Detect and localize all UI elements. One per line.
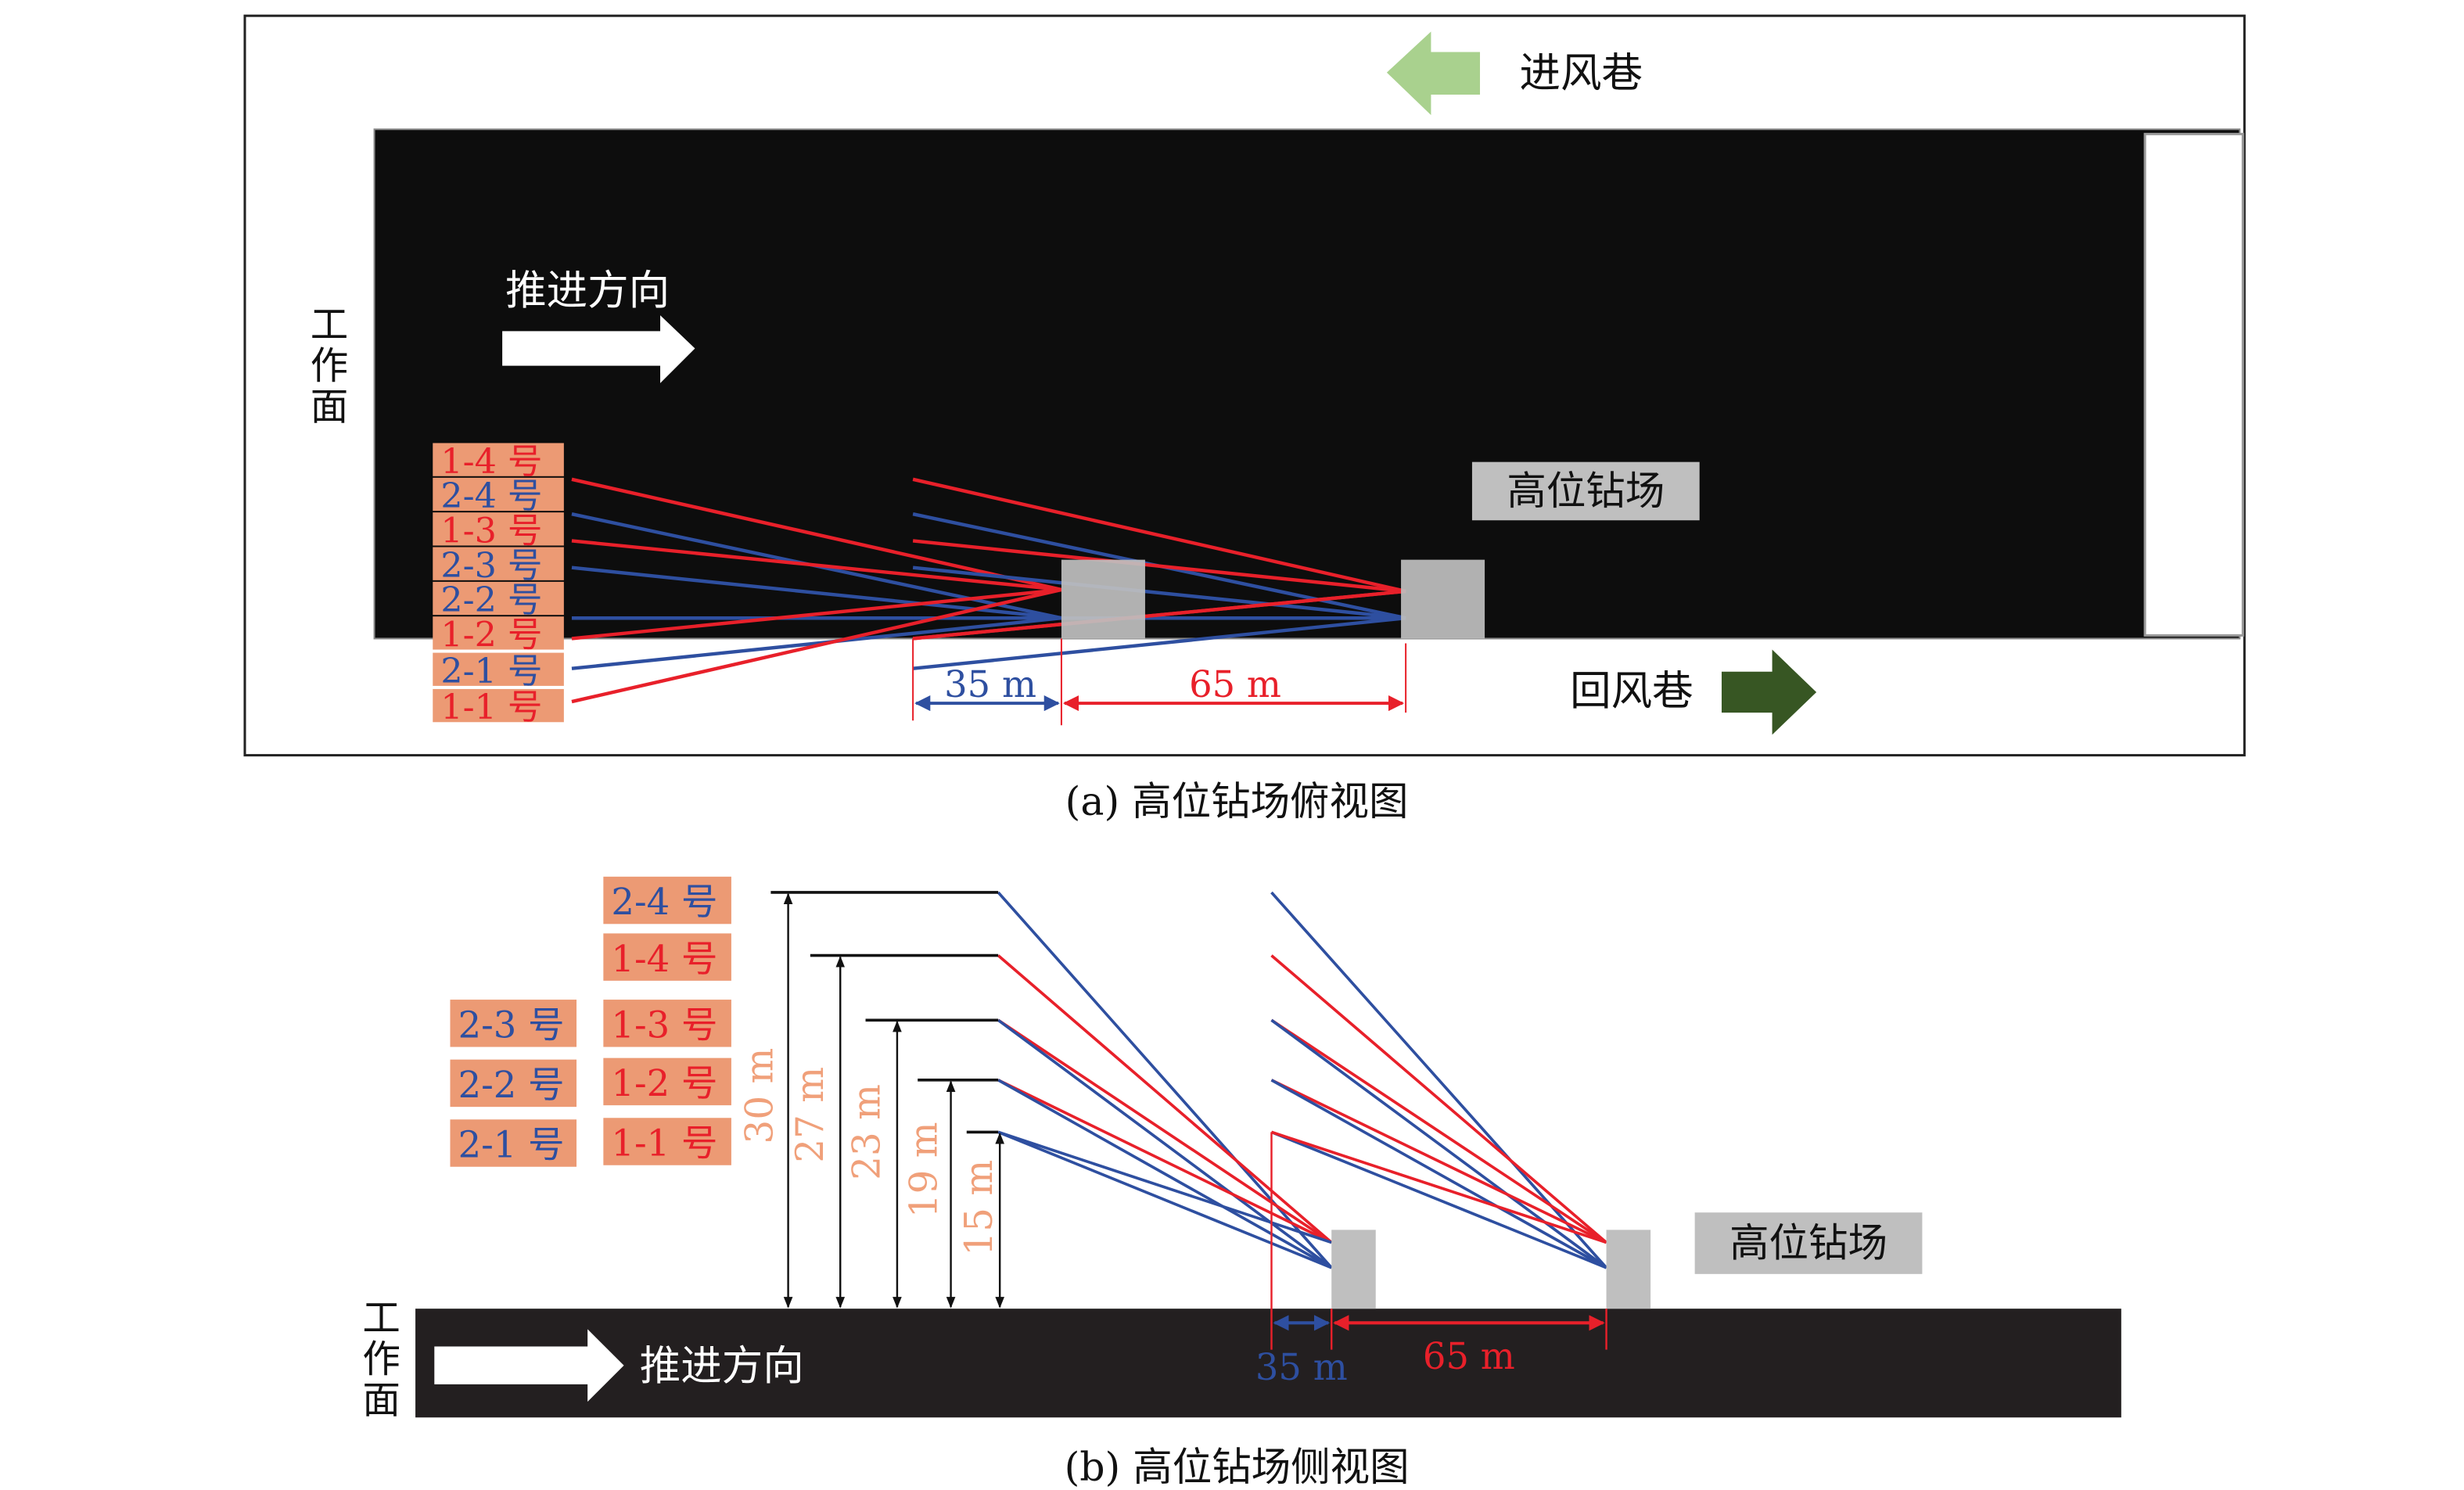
height-label: 19 m <box>902 1122 946 1218</box>
roadway-end <box>2143 132 2244 637</box>
return-arrow-icon <box>1721 649 1817 735</box>
height-label: 23 m <box>846 1084 889 1180</box>
borehole-line-site2 <box>912 565 1406 620</box>
dim-35-label: 35 m <box>944 663 1036 706</box>
height-label: 15 m <box>957 1160 1001 1256</box>
borehole-line-site1 <box>571 587 1062 641</box>
borehole-line-site1 <box>571 477 1062 592</box>
borehole-line-site1 <box>571 616 1062 670</box>
borehole-label-box <box>433 547 564 580</box>
borehole-line-site2 <box>1270 891 1607 1269</box>
borehole-line-site1 <box>571 587 1062 704</box>
return-airway-label: 回风巷 <box>1570 667 1693 715</box>
borehole-label-box <box>450 1059 577 1108</box>
working-face-label: 工作面 <box>304 304 347 427</box>
borehole-labels-side: 2-4 号 1-4 号 1-3 号 1-2 号 1-1 号 2-3 号 2-2 号 2-1 号 <box>450 876 731 1167</box>
drill-site-label-box-side <box>1694 1212 1923 1274</box>
dim-65-label-side: 65 m <box>1423 1335 1515 1377</box>
borehole-label-box <box>433 512 564 546</box>
borehole-label-box <box>450 1000 577 1047</box>
borehole-line-site1 <box>571 539 1062 592</box>
borehole-line-site1 <box>997 954 1333 1244</box>
borehole-line-site1 <box>997 1018 1333 1244</box>
borehole-line-site2 <box>912 589 1406 641</box>
advance-arrow-icon-side <box>434 1329 624 1402</box>
borehole-label: 2-4 号 <box>440 476 542 516</box>
borehole-label: 1-2 号 <box>440 616 542 655</box>
borehole-label-box <box>433 616 564 650</box>
advance-direction-label-side: 推进方向 <box>640 1342 804 1390</box>
borehole-line-site2 <box>1270 1018 1607 1269</box>
borehole-label-box <box>603 876 731 925</box>
advance-arrow-icon <box>502 315 695 383</box>
height-label: 30 m <box>738 1048 781 1144</box>
borehole-label: 1-2 号 <box>611 1062 717 1104</box>
borehole-line-site1 <box>997 891 1333 1269</box>
dim-65-label: 65 m <box>1189 663 1281 706</box>
borehole-label-box <box>603 1057 731 1106</box>
distance-dimensions-side: 35 m 65 m <box>1255 1132 1607 1388</box>
borehole-label-box <box>433 443 564 476</box>
drill-site-1 <box>1061 559 1145 639</box>
drill-site-1-side <box>1331 1230 1376 1309</box>
borehole-label: 1-1 号 <box>440 688 542 727</box>
borehole-line-site2 <box>1270 1130 1607 1269</box>
inlet-arrow-icon <box>1386 31 1481 116</box>
borehole-label-box <box>450 1119 577 1167</box>
borehole-label-box <box>603 1118 731 1165</box>
inlet-airway-label: 进风巷 <box>1520 49 1643 97</box>
borehole-label-box <box>603 1000 731 1047</box>
borehole-label-box <box>433 688 564 723</box>
borehole-line-site2 <box>912 616 1406 670</box>
borehole-label: 1-1 号 <box>611 1122 717 1165</box>
borehole-line-site2 <box>1270 954 1607 1244</box>
drill-site-2-side <box>1606 1230 1651 1309</box>
borehole-line-site1 <box>997 1130 1332 1269</box>
caption-side-view: (b) 高位钻场侧视图 <box>1065 1444 1410 1490</box>
borehole-line-site2 <box>912 539 1406 594</box>
borehole-label: 1-4 号 <box>440 442 542 482</box>
borehole-lines-top <box>571 477 1406 704</box>
borehole-label: 2-3 号 <box>440 546 542 586</box>
height-label: 27 m <box>788 1067 832 1163</box>
borehole-line-site1 <box>997 1018 1333 1269</box>
borehole-label-box <box>603 933 731 981</box>
advance-direction-label: 推进方向 <box>505 267 670 314</box>
working-face-area <box>373 128 2241 640</box>
drill-site-label: 高位钻场 <box>1507 468 1665 514</box>
borehole-lines-side <box>997 891 1607 1269</box>
borehole-label: 2-1 号 <box>440 652 542 691</box>
working-face-label-side: 工作面 <box>356 1298 400 1420</box>
borehole-line-site1 <box>997 1079 1333 1269</box>
distance-dimensions-top: 35 m 65 m <box>912 638 1407 726</box>
borehole-line-site2 <box>1270 1130 1607 1244</box>
drill-site-label-side: 高位钻场 <box>1729 1220 1888 1266</box>
caption-top-view: (a) 高位钻场俯视图 <box>1065 778 1409 824</box>
roadway-floor <box>415 1309 2121 1418</box>
borehole-label-box <box>433 477 564 512</box>
borehole-label: 2-2 号 <box>458 1064 565 1106</box>
borehole-label: 1-3 号 <box>611 1004 717 1046</box>
drill-site-2 <box>1401 559 1485 639</box>
borehole-label: 1-3 号 <box>440 511 542 551</box>
top-view-panel: 进风巷 回风巷 工作面 推进方向 1-4 号2-4 号1-3 号2-3 号2-2… <box>243 14 2246 757</box>
borehole-line-site2 <box>1270 1018 1607 1244</box>
borehole-labels-top: 1-4 号2-4 号1-3 号2-3 号2-2 号1-2 号2-1 号1-1 号 <box>433 442 564 727</box>
dim-35-label-side: 35 m <box>1255 1346 1348 1388</box>
borehole-line-site2 <box>1270 1079 1607 1244</box>
side-view-panel: 工作面 推进方向 2-4 号1-4 号1-3 号1-2 号1-1 号2-3 号2… <box>356 876 2121 1420</box>
borehole-label: 1-4 号 <box>611 938 717 980</box>
borehole-label: 2-3 号 <box>458 1004 565 1046</box>
borehole-label: 2-2 号 <box>440 580 542 620</box>
borehole-line-site1 <box>997 1079 1333 1244</box>
borehole-line-site2 <box>912 477 1406 594</box>
borehole-label: 2-1 号 <box>458 1124 565 1166</box>
borehole-line-site1 <box>997 1130 1332 1244</box>
borehole-label-box <box>433 652 564 686</box>
borehole-line-site2 <box>1270 1079 1607 1269</box>
borehole-label: 2-4 号 <box>611 881 717 923</box>
drill-site-label-box <box>1471 461 1700 521</box>
borehole-label-box <box>433 581 564 616</box>
